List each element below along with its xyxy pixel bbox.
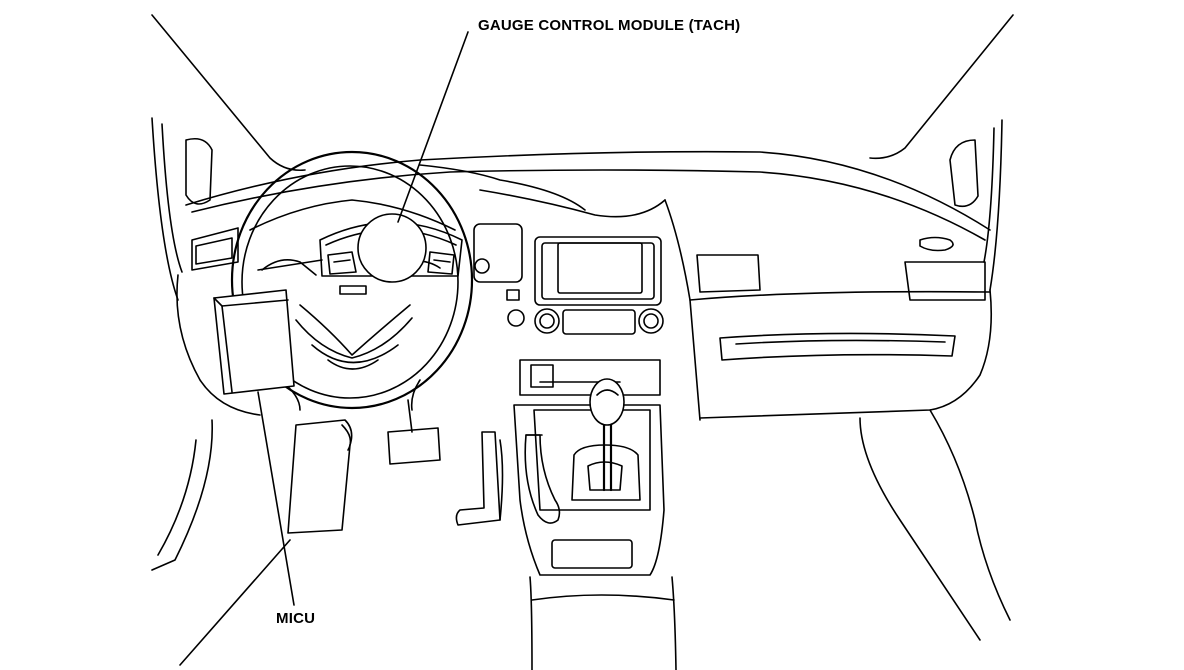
gauge-callout-line [397, 31, 469, 223]
micu-callout-line [257, 391, 295, 606]
center-stack [473, 223, 664, 396]
floor-console [513, 378, 677, 670]
dashboard-body [176, 199, 1011, 641]
gauge-control-module-label: GAUGE CONTROL MODULE (TACH) [478, 17, 741, 34]
pedals [151, 399, 504, 666]
gauge-cluster [319, 213, 463, 283]
steering-wheel [230, 150, 474, 411]
dashboard-top [185, 150, 991, 252]
micu-module [213, 289, 295, 395]
a-pillar-right [869, 14, 1014, 291]
micu-label: MICU [276, 610, 316, 627]
a-pillar-left [151, 14, 306, 301]
